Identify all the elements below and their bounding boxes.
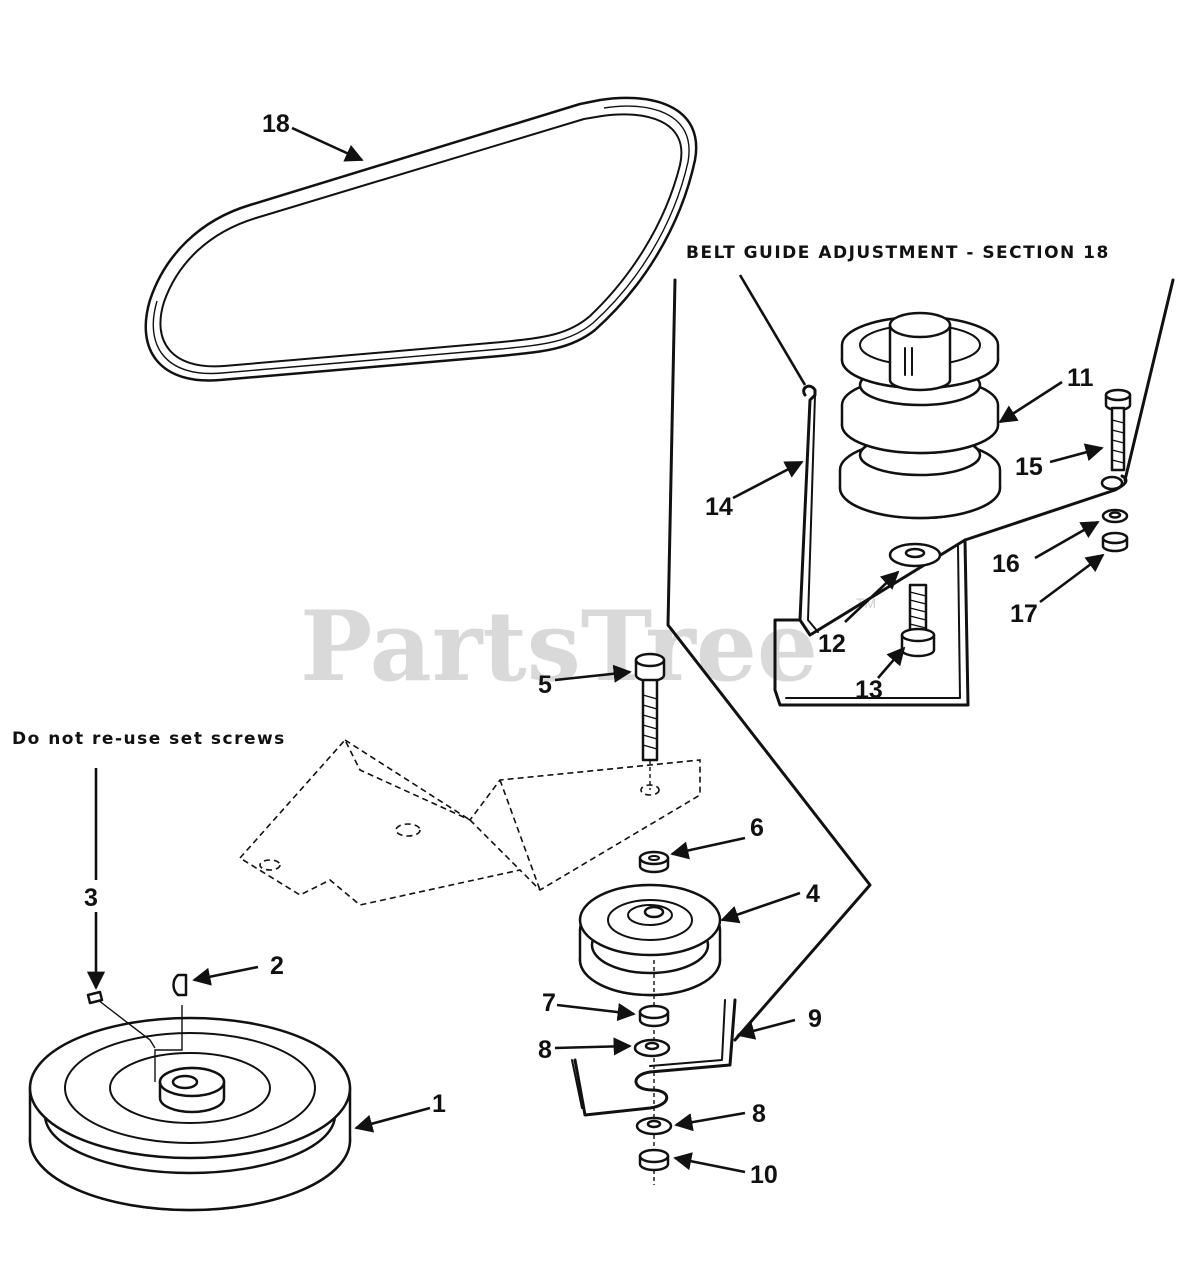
part-12-washer[interactable] <box>888 542 942 568</box>
part-18-v-belt[interactable] <box>144 96 698 382</box>
callout-3: 3 <box>84 884 98 912</box>
callout-7: 7 <box>542 989 556 1017</box>
part-1-engine-pulley[interactable] <box>28 999 352 1212</box>
arrow-belt-guide-note <box>738 274 807 386</box>
part-4-idler-pulley[interactable] <box>578 883 722 1185</box>
part-3-set-screw[interactable] <box>86 990 104 1005</box>
callout-8-upper: 8 <box>538 1036 552 1064</box>
note-belt-guide-adjustment: BELT GUIDE ADJUSTMENT - SECTION 18 <box>686 243 1110 263</box>
part-7-nut[interactable] <box>638 1004 670 1028</box>
part-13-bolt[interactable] <box>900 583 936 658</box>
part-15-bolt[interactable] <box>1104 388 1132 472</box>
part-17-nut[interactable] <box>1101 531 1129 553</box>
callout-6: 6 <box>750 814 764 842</box>
watermark: PartsTree TM <box>300 590 876 703</box>
part-14-belt-guide[interactable] <box>773 384 1128 707</box>
part-10-nut[interactable] <box>638 1148 670 1172</box>
callout-18: 18 <box>262 110 290 138</box>
part-8-washer-lower[interactable] <box>635 1116 673 1136</box>
watermark-brand: PartsTree <box>300 590 818 703</box>
leader-arrows <box>86 126 1105 1174</box>
callout-5: 5 <box>538 671 552 699</box>
callout-14: 14 <box>705 493 733 521</box>
callout-2: 2 <box>270 952 284 980</box>
mounting-bracket-dashed <box>238 738 701 906</box>
part-11-double-pulley[interactable] <box>838 311 1002 520</box>
belt-guide-bracket-line <box>666 278 872 1042</box>
belt-guide-bracket-line-right <box>1123 278 1175 482</box>
part-2-key[interactable] <box>172 973 188 997</box>
callout-8-lower: 8 <box>752 1100 766 1128</box>
part-8-washer-upper[interactable] <box>633 1038 671 1058</box>
callout-10: 10 <box>750 1161 778 1189</box>
callout-12: 12 <box>818 630 846 658</box>
callout-13: 13 <box>855 676 883 704</box>
callout-16: 16 <box>992 550 1020 578</box>
callout-9: 9 <box>808 1005 822 1033</box>
part-16-washer[interactable] <box>1101 508 1129 524</box>
callout-11: 11 <box>1067 364 1094 392</box>
callout-labels: 18 11 15 14 16 17 12 13 5 6 4 3 2 7 9 8 … <box>84 110 1094 1189</box>
note-set-screws: Do not re-use set screws <box>12 729 286 749</box>
callout-15: 15 <box>1015 453 1043 481</box>
part-6-spacer[interactable] <box>638 850 670 874</box>
callout-4: 4 <box>806 880 820 908</box>
callout-17: 17 <box>1010 600 1038 628</box>
part-5-bolt[interactable] <box>634 652 666 790</box>
part-9-rod[interactable] <box>571 998 737 1117</box>
callout-1: 1 <box>432 1090 446 1118</box>
